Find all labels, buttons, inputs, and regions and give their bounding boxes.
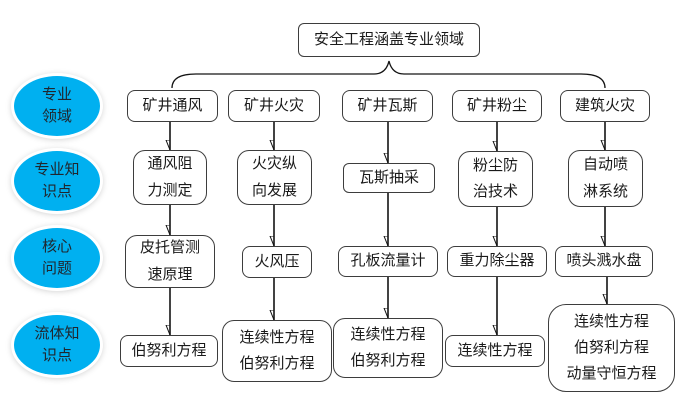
node-gravity-dust-collector: 重力除尘器 bbox=[447, 246, 547, 277]
node-pitot-tube-principle: 皮托管测 速原理 bbox=[125, 235, 215, 288]
row-label-core-problems: 核心 问题 bbox=[14, 228, 100, 288]
node-fire-wind-pressure: 火风压 bbox=[242, 246, 312, 278]
node-bernoulli-equation: 伯努利方程 bbox=[120, 335, 218, 367]
node-building-fire: 建筑火灾 bbox=[560, 90, 650, 122]
node-ventilation-resistance-measurement: 通风阻 力测定 bbox=[133, 150, 207, 205]
node-mine-dust: 矿井粉尘 bbox=[452, 90, 542, 122]
node-dust-control-technology: 粉尘防 治技术 bbox=[458, 151, 533, 207]
node-continuity-bernoulli-fire: 连续性方程 伯努利方程 bbox=[222, 320, 332, 382]
node-orifice-flowmeter: 孔板流量计 bbox=[338, 246, 438, 277]
brace-connector bbox=[171, 60, 606, 89]
row-label-knowledge-points: 专业知 识点 bbox=[14, 151, 100, 211]
node-automatic-sprinkler-system: 自动喷 淋系统 bbox=[568, 150, 643, 207]
row-label-fluid-knowledge: 流体知 识点 bbox=[14, 315, 100, 375]
node-mine-gas: 矿井瓦斯 bbox=[342, 90, 433, 122]
node-fire-longitudinal-development: 火灾纵 向发展 bbox=[237, 150, 312, 205]
row-label-professional-field: 专业 领域 bbox=[14, 76, 100, 136]
node-continuity-bernoulli-gas: 连续性方程 伯努利方程 bbox=[333, 318, 443, 378]
node-sprinkler-splash-plate: 喷头溅水盘 bbox=[555, 246, 653, 277]
node-continuity-equation: 连续性方程 bbox=[445, 335, 545, 367]
node-mine-fire: 矿井火灾 bbox=[228, 90, 320, 122]
node-mine-ventilation: 矿井通风 bbox=[127, 90, 218, 122]
node-continuity-bernoulli-momentum: 连续性方程 伯努利方程 动量守恒方程 bbox=[548, 304, 675, 392]
diagram-title-box: 安全工程涵盖专业领域 bbox=[298, 23, 480, 57]
node-gas-drainage: 瓦斯抽采 bbox=[343, 163, 435, 193]
